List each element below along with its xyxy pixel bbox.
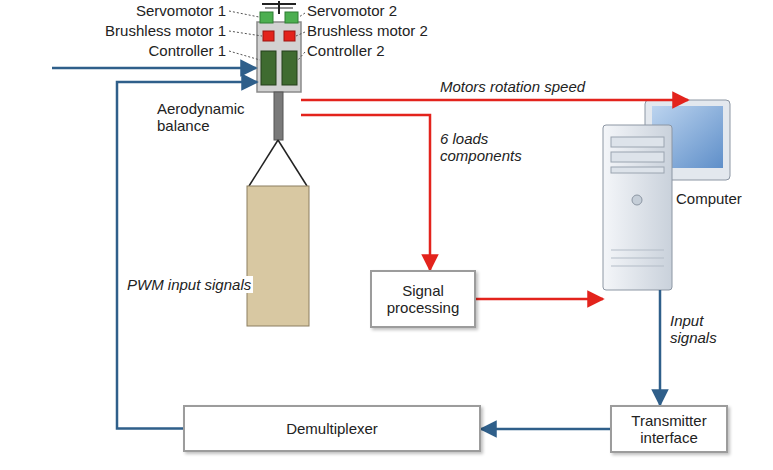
input-arrow [52, 67, 256, 70]
connector-arrow [301, 115, 430, 270]
callout-label: Controller 1 [40, 42, 226, 59]
process-box: Transmitter interface [610, 405, 728, 453]
box-label: Transmitter interface [620, 412, 718, 446]
callout-label: Brushless motor 2 [307, 22, 428, 39]
node-heading: Aerodynamic balance [157, 100, 252, 134]
motor-symbol [284, 31, 295, 41]
controller-symbol [261, 51, 276, 85]
connector-arrow [301, 99, 688, 102]
callout-label: Controller 2 [307, 42, 385, 59]
edge-label: Input signals [668, 312, 734, 346]
controller-symbol [282, 51, 297, 85]
connector-arrow [481, 428, 610, 431]
servomotor-symbol [260, 12, 273, 23]
edge-label: PWM input signals [125, 276, 253, 293]
counterweight [247, 186, 309, 326]
callout-label: Servomotor 1 [40, 2, 226, 19]
servomotor-symbol [285, 12, 298, 23]
balance-device: Aerodynamic balance [257, 22, 301, 92]
process-box: Signal processing [370, 270, 476, 328]
device-housing [257, 22, 301, 92]
node-heading: Computer [676, 190, 756, 207]
leader-lines [229, 11, 305, 60]
motor-symbol [263, 31, 274, 41]
suspension-line [249, 140, 278, 186]
computer-node: Computer [603, 100, 730, 290]
edge-label: Motors rotation speed [438, 78, 587, 95]
box-label: Signal processing [380, 282, 466, 316]
balance-stem [274, 92, 283, 140]
connector-arrow [476, 298, 603, 301]
connector-arrow [659, 290, 662, 405]
box-label: Demultiplexer [286, 420, 378, 437]
connector-arrow [117, 82, 257, 429]
callout-label: Brushless motor 1 [40, 22, 226, 39]
edge-label: 6 loads components [438, 130, 532, 164]
process-box: Demultiplexer [183, 405, 481, 452]
suspension-line [278, 140, 307, 186]
callout-label: Servomotor 2 [307, 2, 397, 19]
